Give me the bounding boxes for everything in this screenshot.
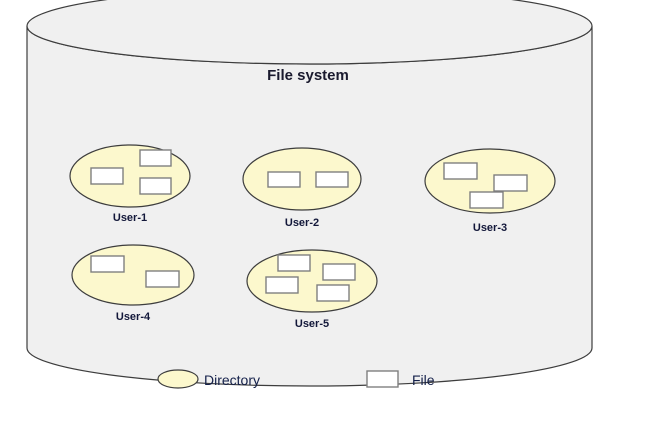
file-rect[interactable] bbox=[322, 263, 356, 281]
file-rect[interactable] bbox=[90, 167, 124, 185]
directory-label: User-4 bbox=[116, 311, 151, 323]
page-title: File system bbox=[267, 67, 349, 84]
file-rect[interactable] bbox=[315, 171, 349, 188]
directory-user-2[interactable]: User-2 bbox=[242, 147, 362, 229]
file-rect[interactable] bbox=[139, 149, 172, 167]
directory-ellipse[interactable] bbox=[69, 144, 191, 208]
file-rect[interactable] bbox=[493, 174, 528, 192]
legend-directory: Directory bbox=[157, 369, 260, 389]
directory-user-3[interactable]: User-3 bbox=[424, 148, 556, 234]
directory-label: User-2 bbox=[285, 217, 319, 229]
file-rect[interactable] bbox=[443, 162, 478, 180]
legend: Directory File bbox=[157, 369, 435, 389]
file-rect[interactable] bbox=[469, 191, 504, 209]
file-rect[interactable] bbox=[267, 171, 301, 188]
directory-user-5[interactable]: User-5 bbox=[246, 249, 378, 330]
legend-file-icon bbox=[366, 370, 399, 388]
legend-file: File bbox=[366, 370, 435, 388]
legend-label: File bbox=[412, 372, 435, 388]
legend-directory-icon bbox=[157, 369, 199, 389]
file-rect[interactable] bbox=[265, 276, 299, 294]
file-rect[interactable] bbox=[277, 254, 311, 272]
directory-label: User-1 bbox=[113, 212, 147, 224]
directory-user-1[interactable]: User-1 bbox=[69, 144, 191, 224]
directory-user-4[interactable]: User-4 bbox=[71, 244, 195, 323]
cylinder-top-ellipse bbox=[26, 0, 593, 65]
file-rect[interactable] bbox=[90, 255, 125, 273]
directory-ellipse[interactable] bbox=[242, 147, 362, 211]
legend-label: Directory bbox=[204, 372, 260, 388]
file-rect[interactable] bbox=[145, 270, 180, 288]
file-rect[interactable] bbox=[316, 284, 350, 302]
directory-label: User-5 bbox=[295, 318, 329, 330]
file-rect[interactable] bbox=[139, 177, 172, 195]
directory-label: User-3 bbox=[473, 222, 507, 234]
